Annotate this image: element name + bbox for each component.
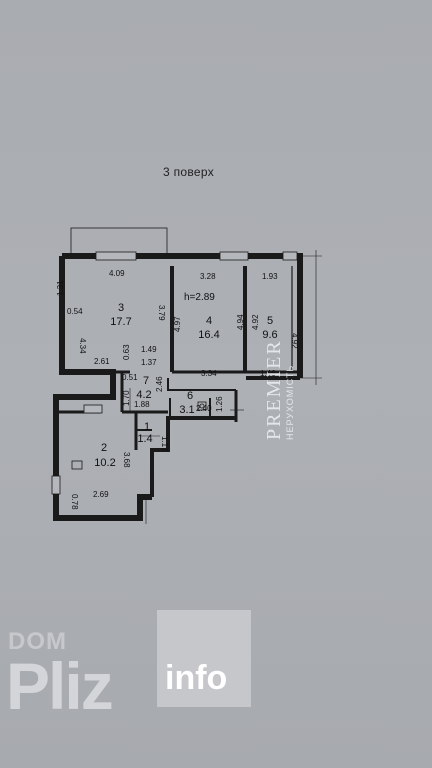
dim-494: 4.94: [236, 314, 245, 330]
dim-137: 1.37: [141, 358, 157, 367]
room-1-number: 1: [144, 421, 150, 433]
room-2-area: 10.2: [94, 457, 115, 469]
window-room4: [219, 251, 249, 261]
dim-240: 2.40: [196, 404, 212, 413]
dim-379: 3.79: [157, 305, 166, 321]
room-4-area: 16.4: [198, 329, 219, 341]
dim-170: 1.70: [122, 390, 131, 406]
info-logo-box: [157, 610, 251, 707]
dim-078: 0.78: [70, 494, 79, 510]
room-3-area: 17.7: [110, 316, 131, 328]
dim-497: 4.97: [173, 316, 182, 332]
dom-watermark: DOM: [8, 628, 67, 655]
window-room2: [83, 404, 103, 414]
dim-246: 2.46: [155, 376, 164, 392]
outer-wall-left: [53, 256, 152, 521]
room-7-number: 7: [143, 375, 149, 387]
room-3-number: 3: [118, 302, 124, 314]
dim-126: 1.26: [215, 396, 224, 412]
window-room5: [282, 251, 298, 261]
premier-watermark-sub: НЕРУХОМІСТЬ: [285, 364, 295, 440]
dim-492a: 4.92: [251, 314, 260, 330]
room-4-number: 4: [206, 315, 212, 327]
dim-054: 0.54: [67, 307, 83, 316]
dim-269: 2.69: [93, 490, 109, 499]
dim-334: 3.34: [201, 369, 217, 378]
dim-149: 1.49: [141, 345, 157, 354]
dim-117: 1.17: [160, 436, 169, 452]
dim-193: 1.93: [262, 272, 278, 281]
room-7-area: 4.2: [136, 389, 151, 401]
premier-watermark: PREMIER: [263, 339, 285, 440]
dim-188: 1.88: [134, 400, 150, 409]
dim-146: 1.46: [260, 369, 276, 378]
dim-368: 3.68: [122, 452, 131, 468]
outer-wall-bottom: [150, 416, 236, 497]
dim-261: 2.61: [94, 357, 110, 366]
toilet-fixture: [197, 401, 207, 411]
dim-328: 3.28: [200, 272, 216, 281]
dim-492b: 4.92: [290, 333, 299, 349]
room-1-area: 1.4: [137, 433, 152, 445]
room-6-area: 3.1: [179, 404, 194, 416]
dim-063: 0.63: [122, 344, 131, 360]
wall-corridor-bottom: [167, 378, 236, 391]
ceiling-height: h=2.89: [184, 292, 215, 303]
window-room3: [95, 251, 137, 261]
room-5-number: 5: [267, 315, 273, 327]
dim-434: 4.34: [78, 338, 87, 354]
room-5-area: 9.6: [262, 329, 277, 341]
stove-fixture: [71, 460, 83, 470]
room-2-number: 2: [101, 442, 107, 454]
pliz-watermark: Pliz: [6, 649, 114, 723]
dim-131: 1.31: [56, 280, 65, 296]
window-room2-side: [51, 475, 61, 495]
dim-409: 4.09: [109, 269, 125, 278]
floor-title: 3 поверх: [163, 165, 215, 179]
room-6-number: 6: [187, 390, 193, 402]
dim-051: 0.51: [122, 373, 138, 382]
info-watermark: info: [165, 659, 228, 697]
